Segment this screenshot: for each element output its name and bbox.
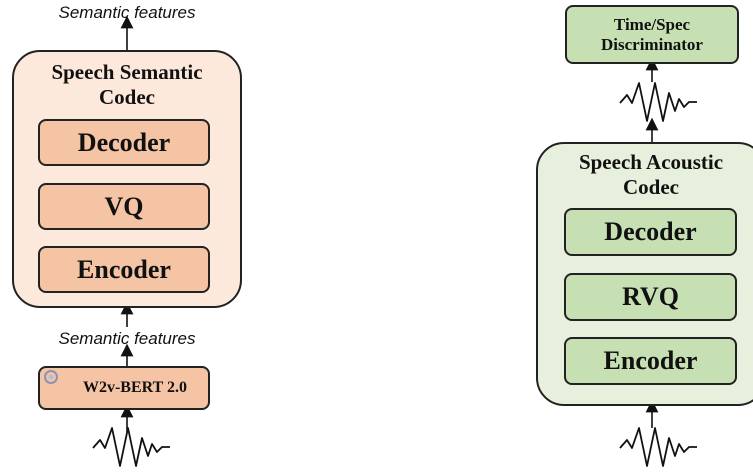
w2v-bert-label: W2v-BERT 2.0 <box>82 379 188 396</box>
acoustic-rvq-block: RVQ <box>564 273 737 321</box>
semantic-decoder-block: Decoder <box>38 119 210 166</box>
codec-title-line: Speech Semantic <box>51 60 203 84</box>
speech-acoustic-codec-title: Speech Acoustic Codec <box>536 150 753 200</box>
semantic-features-output-label: Semantic features <box>58 3 196 22</box>
semantic-features-middle-label: Semantic features <box>58 329 196 348</box>
codec-title-line: Codec <box>99 85 155 109</box>
meta-logo-icon <box>44 370 58 384</box>
waveform-icon <box>619 82 697 122</box>
codec-title-line: Codec <box>623 175 679 199</box>
waveform-icon <box>92 427 170 467</box>
discriminator-line: Time/Spec <box>613 14 691 34</box>
semantic-encoder-block: Encoder <box>38 246 210 293</box>
acoustic-encoder-block: Encoder <box>564 337 737 385</box>
time-spec-discriminator-block: Time/Spec Discriminator <box>565 5 739 64</box>
speech-semantic-codec-title: Speech Semantic Codec <box>12 60 242 110</box>
w2v-bert-block <box>38 366 210 410</box>
waveform-icon <box>619 427 697 467</box>
codec-title-line: Speech Acoustic <box>578 150 724 174</box>
discriminator-line: Discriminator <box>601 34 703 54</box>
semantic-vq-block: VQ <box>38 183 210 230</box>
acoustic-decoder-block: Decoder <box>564 208 737 256</box>
